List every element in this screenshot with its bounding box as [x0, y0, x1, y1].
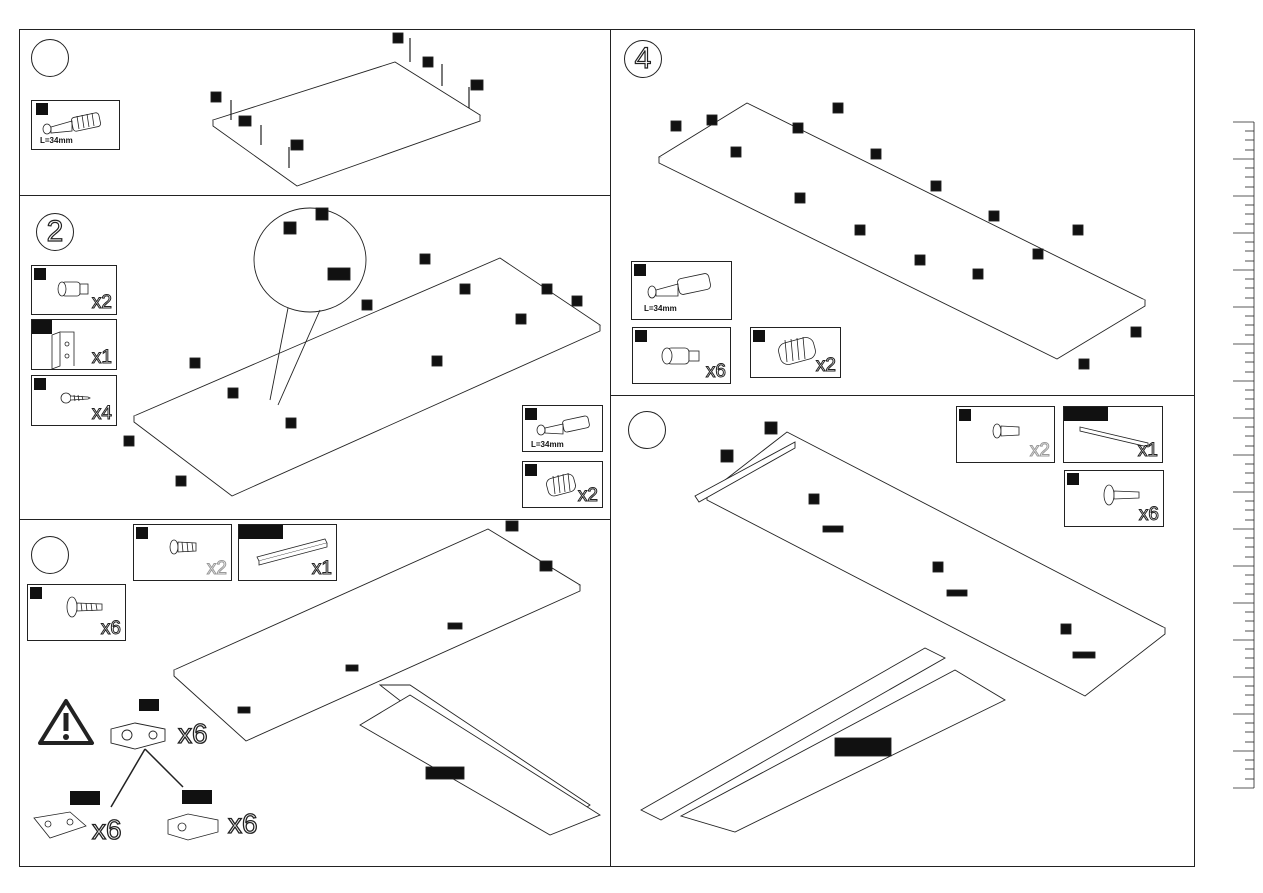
step-4-number: 4 — [624, 40, 662, 78]
wood-dowel-icon — [546, 472, 576, 497]
manual-page-frame — [19, 29, 1195, 867]
step-5-mushroom-screw-box: x6 — [1064, 470, 1164, 527]
row-divider-3 — [610, 395, 1195, 396]
bolt-length-label: L=34mm — [644, 304, 677, 313]
hinge-quantity-label: x6 — [177, 717, 208, 749]
step-2-panel-drawing — [123, 207, 601, 497]
dowel-box: x2 — [522, 461, 603, 508]
cam-bolt-icon — [536, 415, 590, 436]
hinge-cup-quantity: x6 — [227, 807, 258, 839]
step-4-dowel-box: x2 — [750, 327, 841, 378]
part-label-tag — [753, 330, 765, 342]
step-1-cam-bolt-box: L=34mm — [31, 100, 120, 150]
quantity-label: x6 — [1138, 504, 1159, 526]
mushroom-screw-icon — [66, 596, 103, 618]
step-5-number — [628, 411, 666, 449]
part-label-tag — [34, 378, 46, 390]
step-2-cam-bolt-box: L=34mm — [522, 405, 603, 452]
quantity-label: x4 — [91, 403, 112, 425]
wood-screw-icon — [60, 392, 91, 404]
part-label-tag — [634, 264, 646, 276]
step-2-number: 2 — [36, 213, 74, 251]
part-label-tag — [30, 587, 42, 599]
quantity-label: x2 — [577, 485, 598, 507]
part-label-tag — [32, 320, 52, 334]
step-4-panel-drawing — [658, 102, 1146, 370]
part-label-tag — [34, 268, 46, 280]
part-label-tag — [36, 103, 48, 115]
step-1-panel-drawing — [210, 32, 484, 187]
warning-triangle-icon — [38, 699, 94, 745]
drawer-runner-box: x1 — [238, 524, 337, 581]
quantity-label: x2 — [91, 292, 112, 314]
part-label-tag — [239, 525, 283, 539]
bracket-icon — [51, 331, 75, 370]
part-label-tag — [525, 464, 537, 476]
bracket-box: x1 — [31, 319, 117, 370]
hinge-diagram — [110, 722, 184, 808]
step-3-panel-drawing — [173, 520, 601, 836]
mushroom-screw-box: x6 — [27, 584, 126, 641]
hinge-plate-icon — [33, 811, 87, 839]
quantity-label: x1 — [1137, 440, 1158, 462]
quantity-label: x2 — [815, 355, 836, 377]
shelf-support-box: x2 — [31, 265, 117, 315]
column-divider — [610, 29, 611, 867]
part-label-tag — [959, 409, 971, 421]
step-5-euro-screw-box: x2 — [956, 406, 1055, 463]
step-3-number — [31, 536, 69, 574]
quantity-label: x2 — [206, 558, 227, 580]
drawer-runner-icon — [256, 538, 328, 566]
quantity-label: x1 — [311, 558, 332, 580]
step-1-number — [31, 39, 69, 77]
cam-bolt-icon — [42, 112, 101, 135]
bolt-length-label: L=34mm — [40, 136, 73, 145]
quantity-label: x6 — [705, 361, 726, 383]
part-label-tag — [1067, 473, 1079, 485]
part-label-tag — [635, 330, 647, 342]
mushroom-screw-icon — [1103, 484, 1140, 506]
row-divider-1 — [19, 195, 610, 196]
screw-box: x4 — [31, 375, 117, 426]
step-5-drawer-runner-box: x1 — [1063, 406, 1163, 463]
row-divider-2 — [19, 519, 610, 520]
part-label-tag — [136, 527, 148, 539]
step-4-cam-bolt-box: L=34mm — [631, 261, 732, 320]
hinge-cup-icon — [167, 813, 219, 841]
hinge-cup-label-tag — [182, 790, 212, 804]
shelf-pin-icon — [57, 281, 89, 297]
hinge-plate-label-tag — [70, 791, 100, 805]
quantity-label: x6 — [100, 618, 121, 640]
step-4-shelf-support-box: x6 — [632, 327, 731, 384]
hinge-plate-quantity: x6 — [91, 813, 122, 845]
quantity-label: x1 — [91, 347, 112, 369]
quantity-label: x2 — [1029, 440, 1050, 462]
euro-screw-box: x2 — [133, 524, 232, 581]
drawer-runner-icon — [1079, 426, 1149, 448]
measurement-ruler — [1233, 121, 1255, 789]
cam-bolt-icon — [647, 273, 711, 299]
euro-screw-icon — [169, 539, 197, 555]
bolt-length-label: L=34mm — [531, 440, 564, 449]
part-label-tag — [1064, 407, 1108, 421]
hinge-label-tag — [139, 699, 159, 711]
wood-dowel-icon — [778, 336, 816, 365]
shelf-pin-icon — [661, 347, 700, 365]
part-label-tag — [525, 408, 537, 420]
euro-screw-icon — [992, 423, 1020, 439]
step-5-panel-drawing — [640, 421, 1166, 833]
